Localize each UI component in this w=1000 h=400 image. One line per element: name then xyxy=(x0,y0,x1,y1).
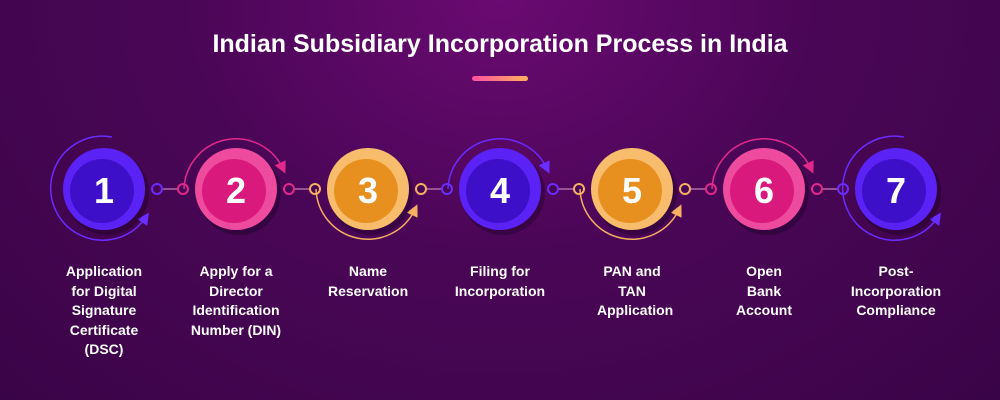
connector-dot xyxy=(679,183,691,195)
cycle-arrow-icon xyxy=(711,138,814,190)
step-circle-inner xyxy=(202,159,266,223)
step-number: 3 xyxy=(357,170,379,211)
step-number: 6 xyxy=(753,170,775,211)
connector-dot xyxy=(811,183,823,195)
step-circle-inner xyxy=(70,159,134,223)
connector-dot xyxy=(151,183,163,195)
step-label: Filing for Incorporation xyxy=(454,263,546,299)
step-label: Application for Digital Signature Certif… xyxy=(65,263,143,357)
connector-dot xyxy=(573,183,585,195)
cycle-arrow-icon xyxy=(315,188,418,240)
step-number: 4 xyxy=(489,170,511,211)
connector-dot xyxy=(705,183,717,195)
page-title: Indian Subsidiary Incorporation Process … xyxy=(212,30,788,58)
step-circle-inner xyxy=(730,159,794,223)
step-number: 1 xyxy=(93,170,115,211)
step-circle-inner xyxy=(466,159,530,223)
connector-dot xyxy=(309,183,321,195)
step-number: 7 xyxy=(885,170,907,211)
step-circle-inner xyxy=(598,159,662,223)
connector-dot xyxy=(177,183,189,195)
connector-dot xyxy=(415,183,427,195)
step-label: Open Bank Account xyxy=(736,263,792,318)
title-underline xyxy=(472,76,528,81)
cycle-arrow-icon xyxy=(50,135,150,241)
connector-dot xyxy=(441,183,453,195)
connector-dot xyxy=(547,183,559,195)
connector-dot xyxy=(283,183,295,195)
step-label: Post-Incorporation Compliance xyxy=(850,263,942,318)
step-circle-inner xyxy=(334,159,398,223)
step-label: Apply for a Director Identification Numb… xyxy=(190,263,282,338)
step-label: Name Reservation xyxy=(328,263,409,299)
cycle-arrow-icon xyxy=(183,138,286,190)
cycle-arrow-icon xyxy=(447,138,550,190)
cycle-arrow-icon xyxy=(579,188,682,240)
step-label: PAN and TAN Application xyxy=(597,263,674,318)
cycle-arrow-icon xyxy=(842,135,942,241)
step-circle-inner xyxy=(862,159,926,223)
step-number: 5 xyxy=(621,170,643,211)
step-number: 2 xyxy=(225,170,247,211)
